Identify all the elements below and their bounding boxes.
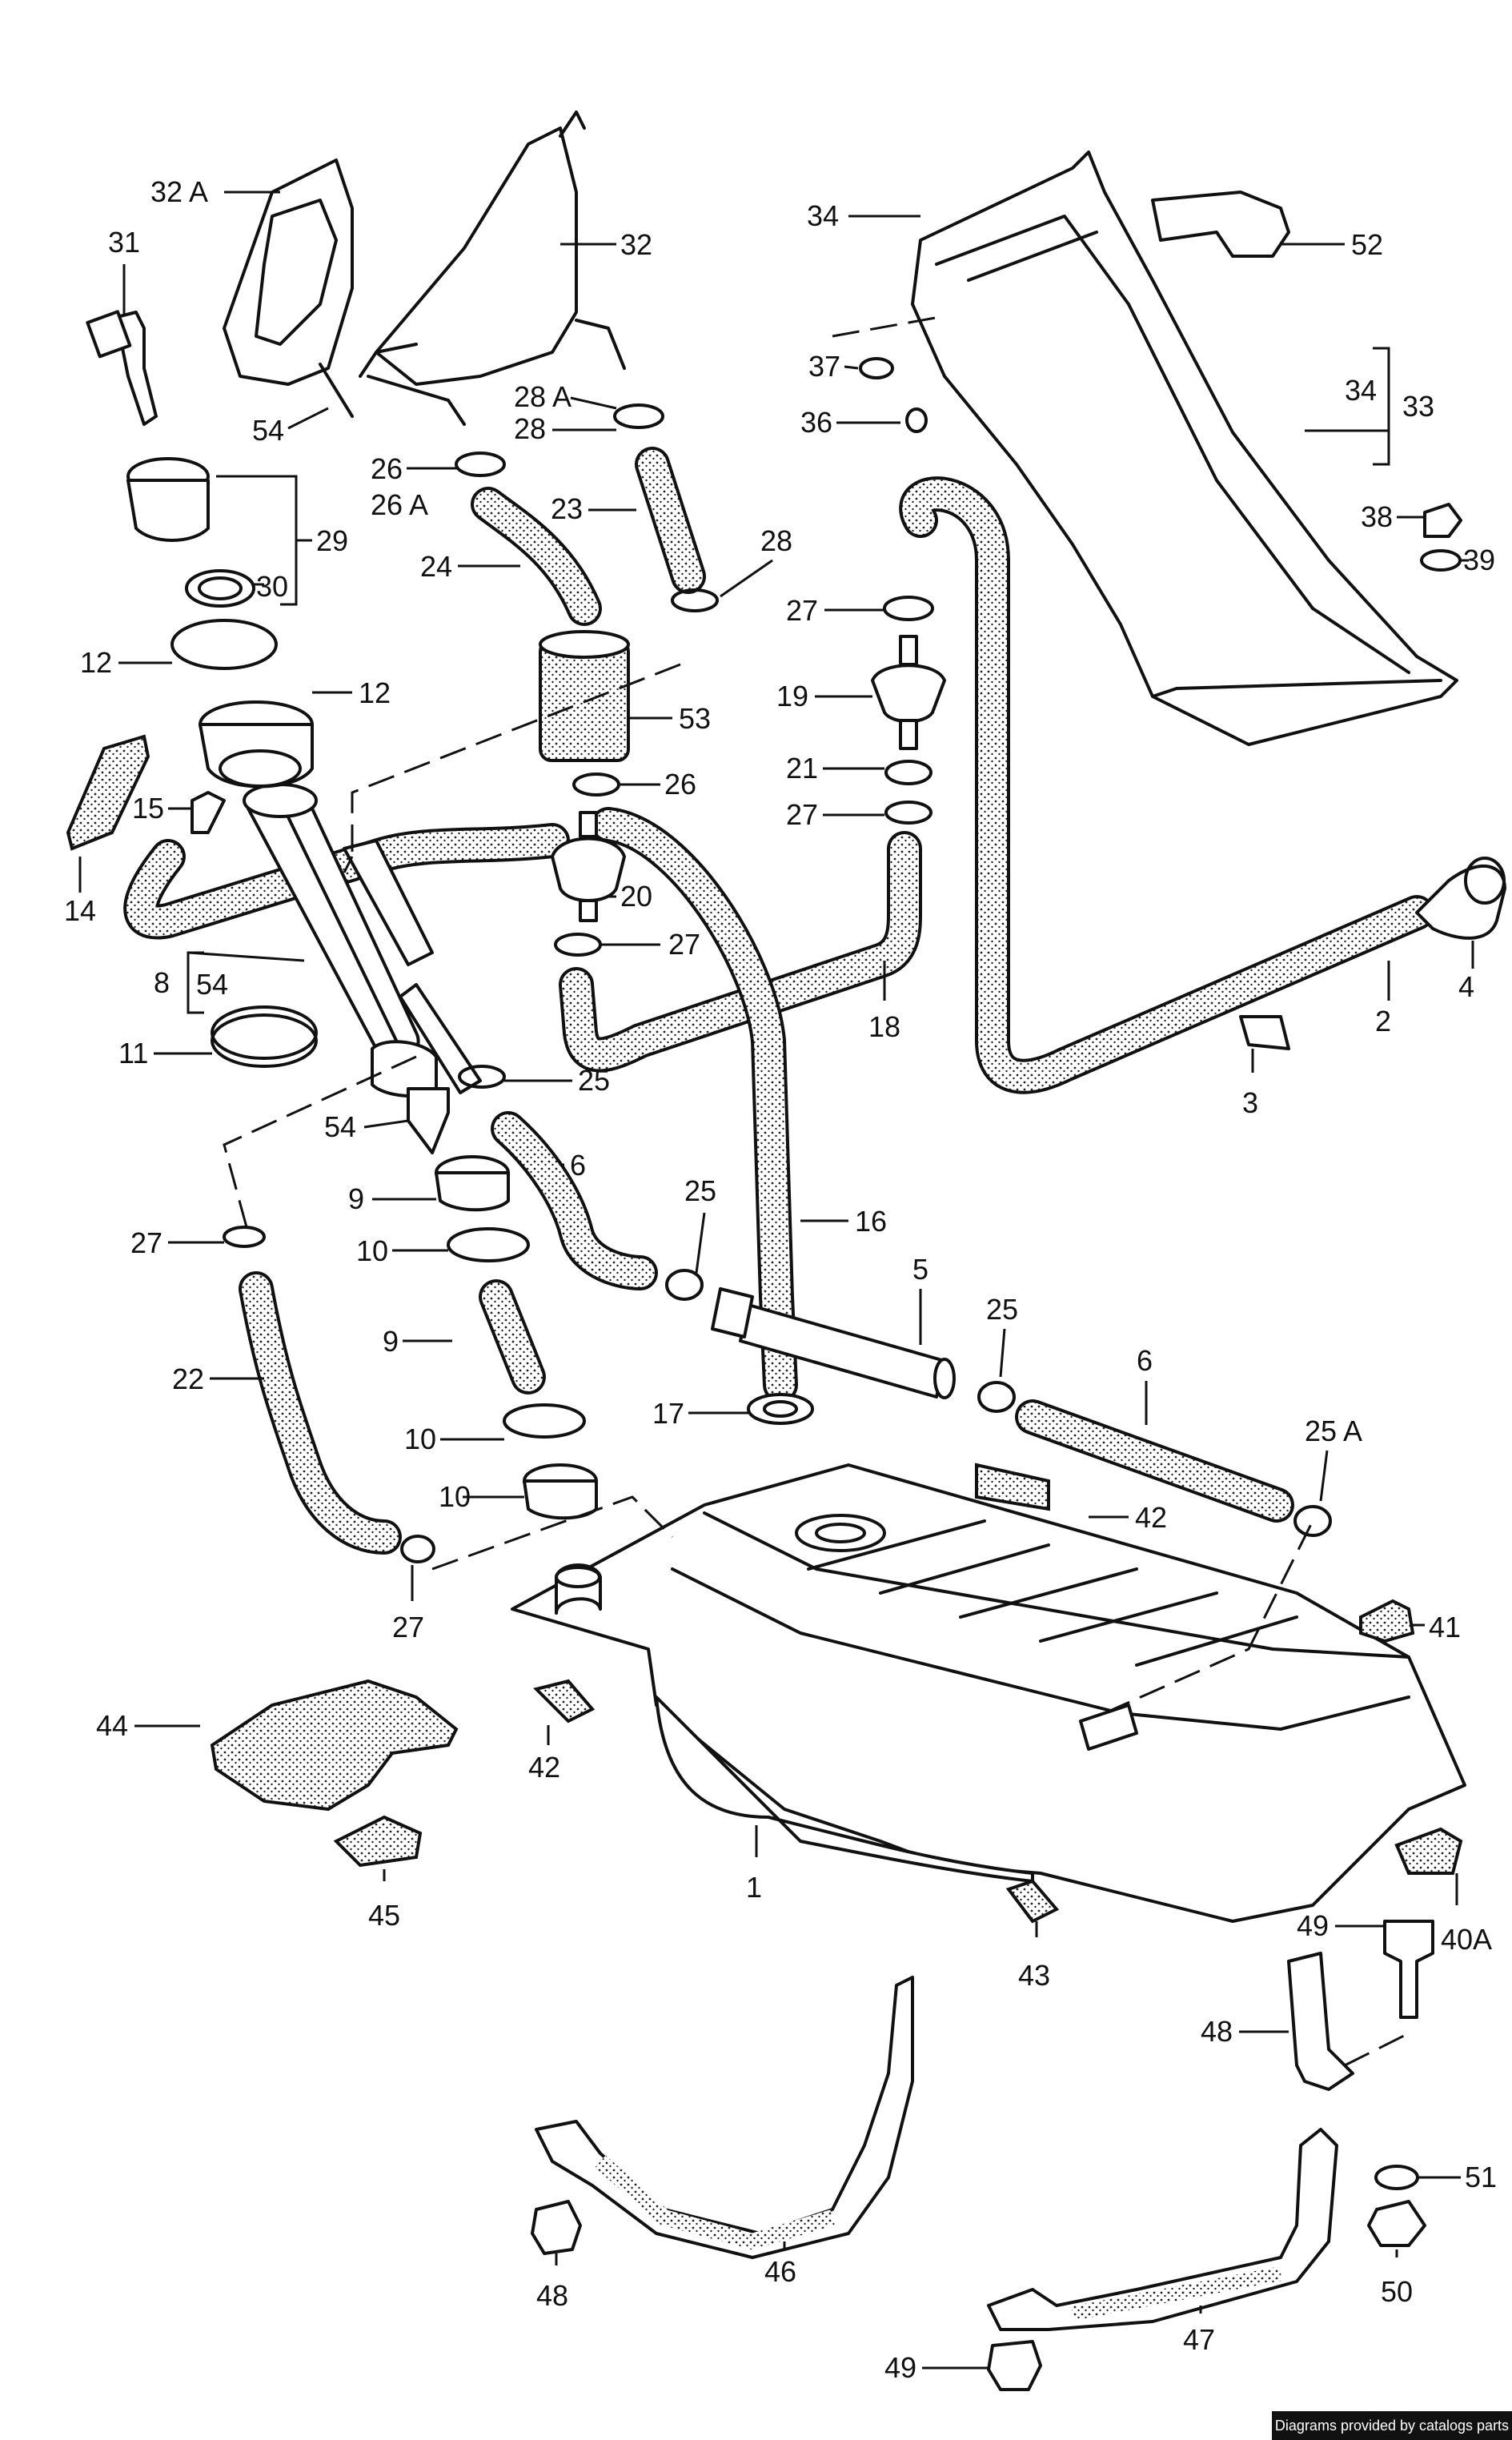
callout-46: 47 — [1183, 2323, 1215, 2356]
callout-8: 9 — [383, 1325, 399, 1358]
callout-27-d: 27 — [130, 1226, 162, 1259]
callout-42-b: 43 — [1018, 1959, 1050, 1992]
callout-23: 23 — [551, 492, 583, 525]
callout-2: 2 — [1375, 1005, 1391, 1037]
filler-neck — [243, 783, 482, 1098]
callout-33: 33 — [1402, 390, 1434, 423]
callout-28-a: 28 — [514, 412, 546, 445]
callout-9-a: 9 — [348, 1182, 364, 1215]
callout-6-b: 6 — [1137, 1344, 1153, 1377]
callout-48-a: 48 — [536, 2279, 568, 2312]
callout-44: 45 — [368, 1899, 400, 1932]
callout-39: 39 — [1463, 544, 1495, 576]
callout-19: 19 — [776, 680, 808, 712]
callout-43: 44 — [96, 1709, 128, 1742]
callout-45: 46 — [764, 2255, 796, 2288]
small-parts — [66, 310, 1506, 2391]
callout-13: 14 — [64, 894, 96, 927]
callout-7: 8 — [154, 966, 170, 999]
callout-36: 36 — [800, 406, 832, 439]
callout-24: 24 — [420, 550, 452, 583]
callout-25-b: 25 — [684, 1174, 716, 1207]
callout-40a: 41 — [1429, 1611, 1461, 1643]
callout-42-a: 42 — [528, 1751, 560, 1784]
callout-27-e: 27 — [392, 1611, 424, 1643]
callout-37: 37 — [808, 350, 840, 383]
fuel-tank — [511, 1463, 1466, 1923]
callout-14: 12 — [80, 646, 112, 679]
callout-52: 52 — [1351, 228, 1383, 261]
callout-3: 3 — [1242, 1086, 1258, 1119]
callout-34-top: 34 — [807, 199, 839, 232]
callout-53: 53 — [679, 702, 711, 735]
callout-25a: 25 A — [1305, 1415, 1362, 1447]
callout-22: 22 — [172, 1362, 204, 1395]
callout-32a: 32 A — [150, 175, 208, 208]
callout-29: 29 — [316, 524, 348, 557]
callouts: 32 A 31 32 34 52 37 36 34 33 28 A 28 54 … — [64, 175, 1497, 2384]
callout-6-a: 6 — [570, 1149, 586, 1182]
callout-32: 32 — [620, 228, 652, 261]
callout-51: 51 — [1465, 2161, 1497, 2193]
callout-27-b: 27 — [786, 798, 818, 831]
callout-20: 20 — [620, 880, 652, 913]
callout-54-a: 54 — [196, 968, 228, 1001]
callout-25-a: 25 — [578, 1064, 610, 1097]
callout-48-b: 49 — [884, 2351, 916, 2384]
callout-26a: 26 A — [371, 488, 428, 521]
dashed-guides — [223, 315, 1410, 2067]
callout-18: 18 — [868, 1010, 900, 1043]
callout-41: 42 — [1135, 1501, 1167, 1534]
shroud — [223, 110, 1458, 746]
callout-15: 15 — [132, 792, 164, 825]
credit-banner: Diagrams provided by catalogs parts — [1272, 2411, 1512, 2440]
callout-10-b: 10 — [404, 1423, 436, 1455]
callout-50: 50 — [1381, 2275, 1413, 2308]
callout-25-c: 25 — [986, 1293, 1018, 1326]
callout-28-b: 28 — [760, 524, 792, 557]
hoses — [123, 447, 1434, 1555]
callout-12: 12 — [359, 676, 391, 709]
fuel-filter — [711, 1287, 956, 1399]
callout-31: 31 — [108, 226, 140, 259]
callout-17: 17 — [652, 1397, 684, 1430]
callout-26-b: 26 — [664, 768, 696, 801]
callout-26-a: 26 — [371, 452, 403, 485]
callout-54-b: 54 — [324, 1110, 356, 1143]
callout-49: 49 — [1297, 1909, 1329, 1942]
callout-55: 54 — [252, 414, 284, 447]
callout-27-c: 27 — [668, 928, 700, 961]
callout-4: 4 — [1458, 970, 1474, 1003]
callout-27-a: 27 — [786, 594, 818, 627]
callout-21: 21 — [786, 752, 818, 785]
callout-38: 38 — [1361, 500, 1393, 533]
callout-40: 40A — [1441, 1923, 1492, 1956]
callout-28a: 28 A — [514, 380, 572, 413]
callout-10-a: 10 — [356, 1234, 388, 1267]
callout-11: 11 — [118, 1037, 148, 1070]
callout-1: 1 — [746, 1871, 762, 1904]
callout-16: 16 — [855, 1205, 887, 1238]
callout-30: 30 — [256, 570, 288, 603]
callout-47: 48 — [1201, 2015, 1233, 2048]
callout-5: 5 — [912, 1253, 928, 1286]
callout-34-right: 34 — [1345, 374, 1377, 407]
